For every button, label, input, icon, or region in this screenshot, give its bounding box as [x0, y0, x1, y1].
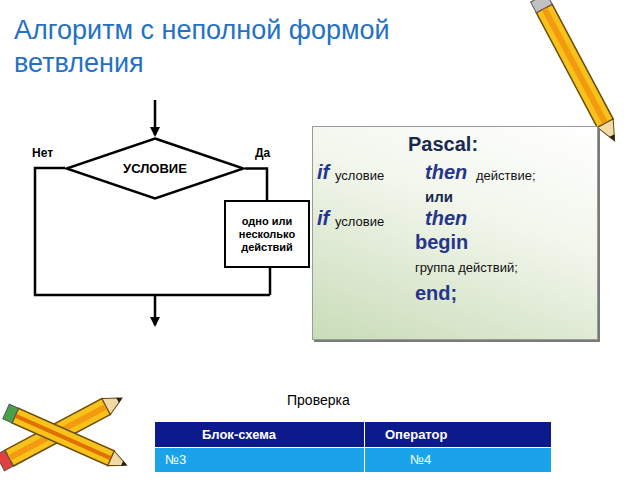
table-header-cell: Блок-схема: [155, 422, 364, 447]
code-text: действие;: [476, 168, 536, 183]
code-text: then: [425, 161, 467, 184]
code-text: условие: [335, 214, 384, 229]
branch-label: Да: [255, 146, 270, 160]
pencil-icon: [3, 404, 130, 472]
code-text: begin: [415, 231, 468, 254]
table-frame: [155, 422, 551, 472]
node-label: УСЛОВИЕ: [123, 161, 187, 176]
code-text: Pascal:: [408, 133, 478, 156]
branch-label: Нет: [32, 146, 53, 160]
code-text: if: [317, 161, 329, 184]
table-cell: №3: [155, 448, 364, 472]
decision-diamond: УСЛОВИЕ: [65, 137, 245, 200]
code-text: группа действий;: [415, 260, 518, 275]
code-text: условие: [335, 168, 384, 183]
pencil-icon: [0, 390, 126, 471]
table-caption: Проверка: [287, 392, 350, 408]
code-text: if: [317, 207, 329, 230]
node-label: одно или несколько действий: [233, 215, 301, 254]
title: Алгоритм с неполной формой ветвления: [14, 14, 484, 80]
table-cell: №4: [365, 448, 551, 472]
code-text: или: [425, 188, 453, 205]
pencil-icon: [531, 0, 623, 145]
process-box: одно или несколько действий: [224, 200, 310, 268]
connector: [245, 169, 267, 201]
table-header-cell: Оператор: [365, 422, 551, 447]
code-text: end;: [415, 282, 457, 305]
code-text: then: [425, 207, 467, 230]
code-panel: Pascal: if условие then действие; или if услови…: [312, 126, 598, 340]
